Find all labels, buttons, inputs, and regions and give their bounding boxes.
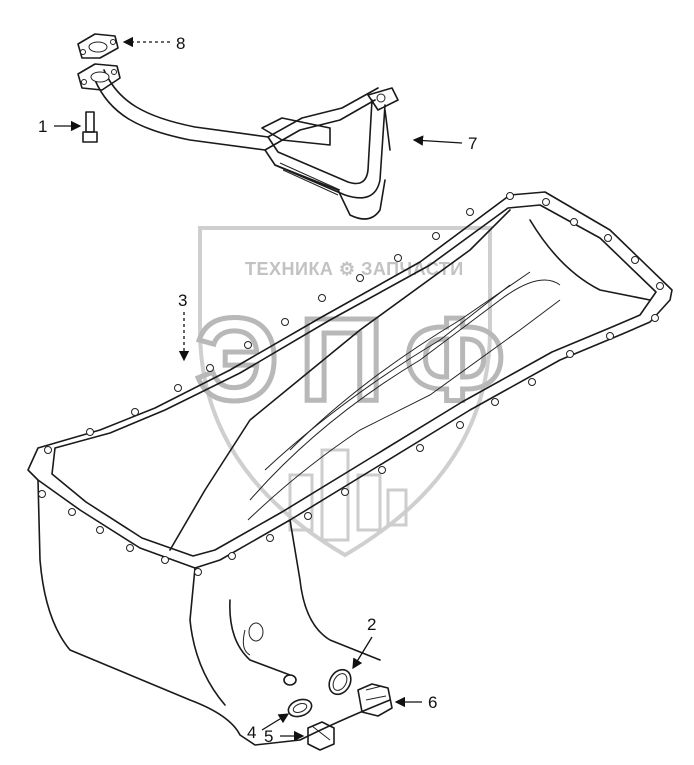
callout-label-6: 6 xyxy=(428,693,437,712)
callout-8: 8 xyxy=(122,34,185,53)
callout-label-2: 2 xyxy=(367,615,376,634)
oil-suction-pipe xyxy=(94,69,399,220)
oil-pan xyxy=(27,191,673,746)
gasket-part xyxy=(77,33,119,59)
washer-part xyxy=(287,698,313,718)
callout-6: 6 xyxy=(394,693,437,712)
drain-port xyxy=(283,674,297,686)
callout-label-7: 7 xyxy=(468,134,477,153)
callout-label-4: 4 xyxy=(247,723,256,742)
callout-3: 3 xyxy=(178,291,190,362)
flange-bolt-holes xyxy=(38,192,664,576)
callout-label-3: 3 xyxy=(178,291,187,310)
callout-1: 1 xyxy=(38,117,82,136)
sealing-ring-part xyxy=(328,668,352,696)
pipe-flange xyxy=(77,63,121,91)
watermark-bars-icon xyxy=(288,448,408,542)
bolt-part xyxy=(82,111,98,143)
plug-part xyxy=(307,721,335,751)
callout-5: 5 xyxy=(264,727,305,746)
callout-label-5: 5 xyxy=(264,727,273,746)
watermark-brand-line: ТЕХНИКА ⚙ ЗАПЧАСТИ xyxy=(245,259,464,279)
callout-7: 7 xyxy=(412,134,477,153)
callout-2: 2 xyxy=(352,615,376,670)
watermark: ТЕХНИКА ⚙ ЗАПЧАСТИ ЭПФ xyxy=(193,226,508,558)
callout-label-8: 8 xyxy=(176,34,185,53)
callout-label-1: 1 xyxy=(38,117,47,136)
drain-plug-part xyxy=(357,683,393,717)
callout-4: 4 xyxy=(247,713,290,742)
watermark-monogram: ЭПФ xyxy=(195,294,505,426)
